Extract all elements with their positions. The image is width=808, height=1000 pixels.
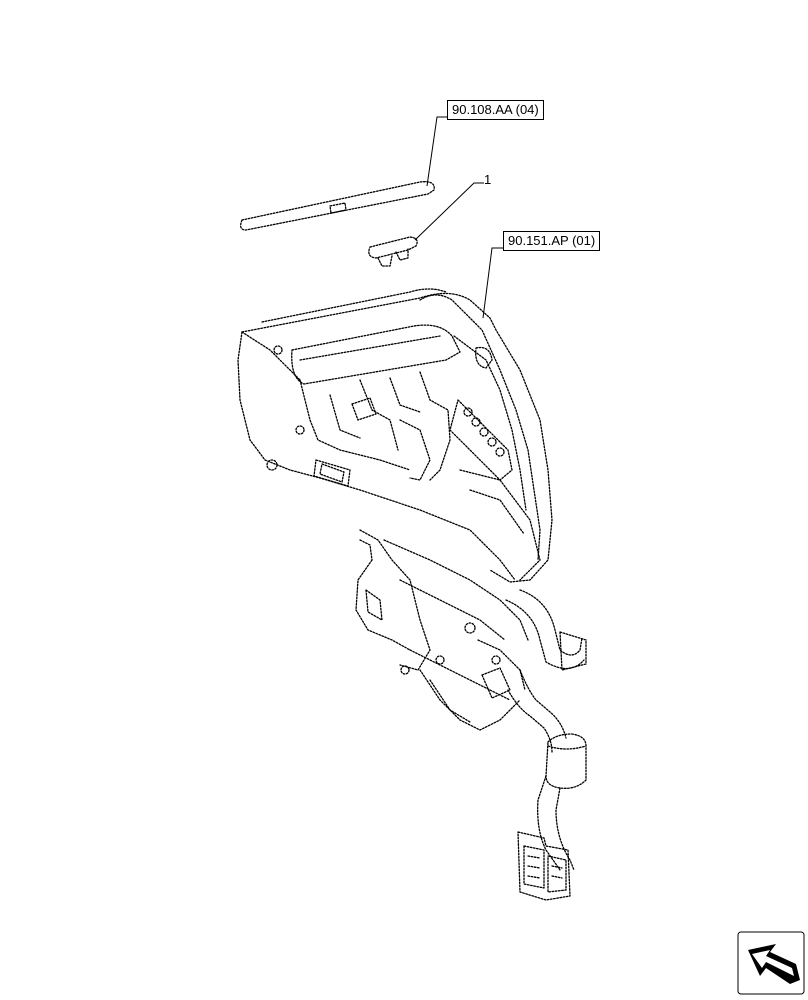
reference-label-top[interactable]: 90.108.AA (04) [447,100,544,120]
connector-block [517,831,571,901]
clip-part [368,236,418,267]
trim-strip-part [240,181,435,231]
callout-item-1: 1 [484,172,492,187]
console-housing [237,288,553,583]
lower-bracket [355,529,529,731]
reference-label-mid[interactable]: 90.151.AP (01) [503,231,601,251]
cable-harness [505,589,587,871]
leader-lines [414,116,503,319]
next-page-arrow-icon[interactable] [737,931,805,995]
